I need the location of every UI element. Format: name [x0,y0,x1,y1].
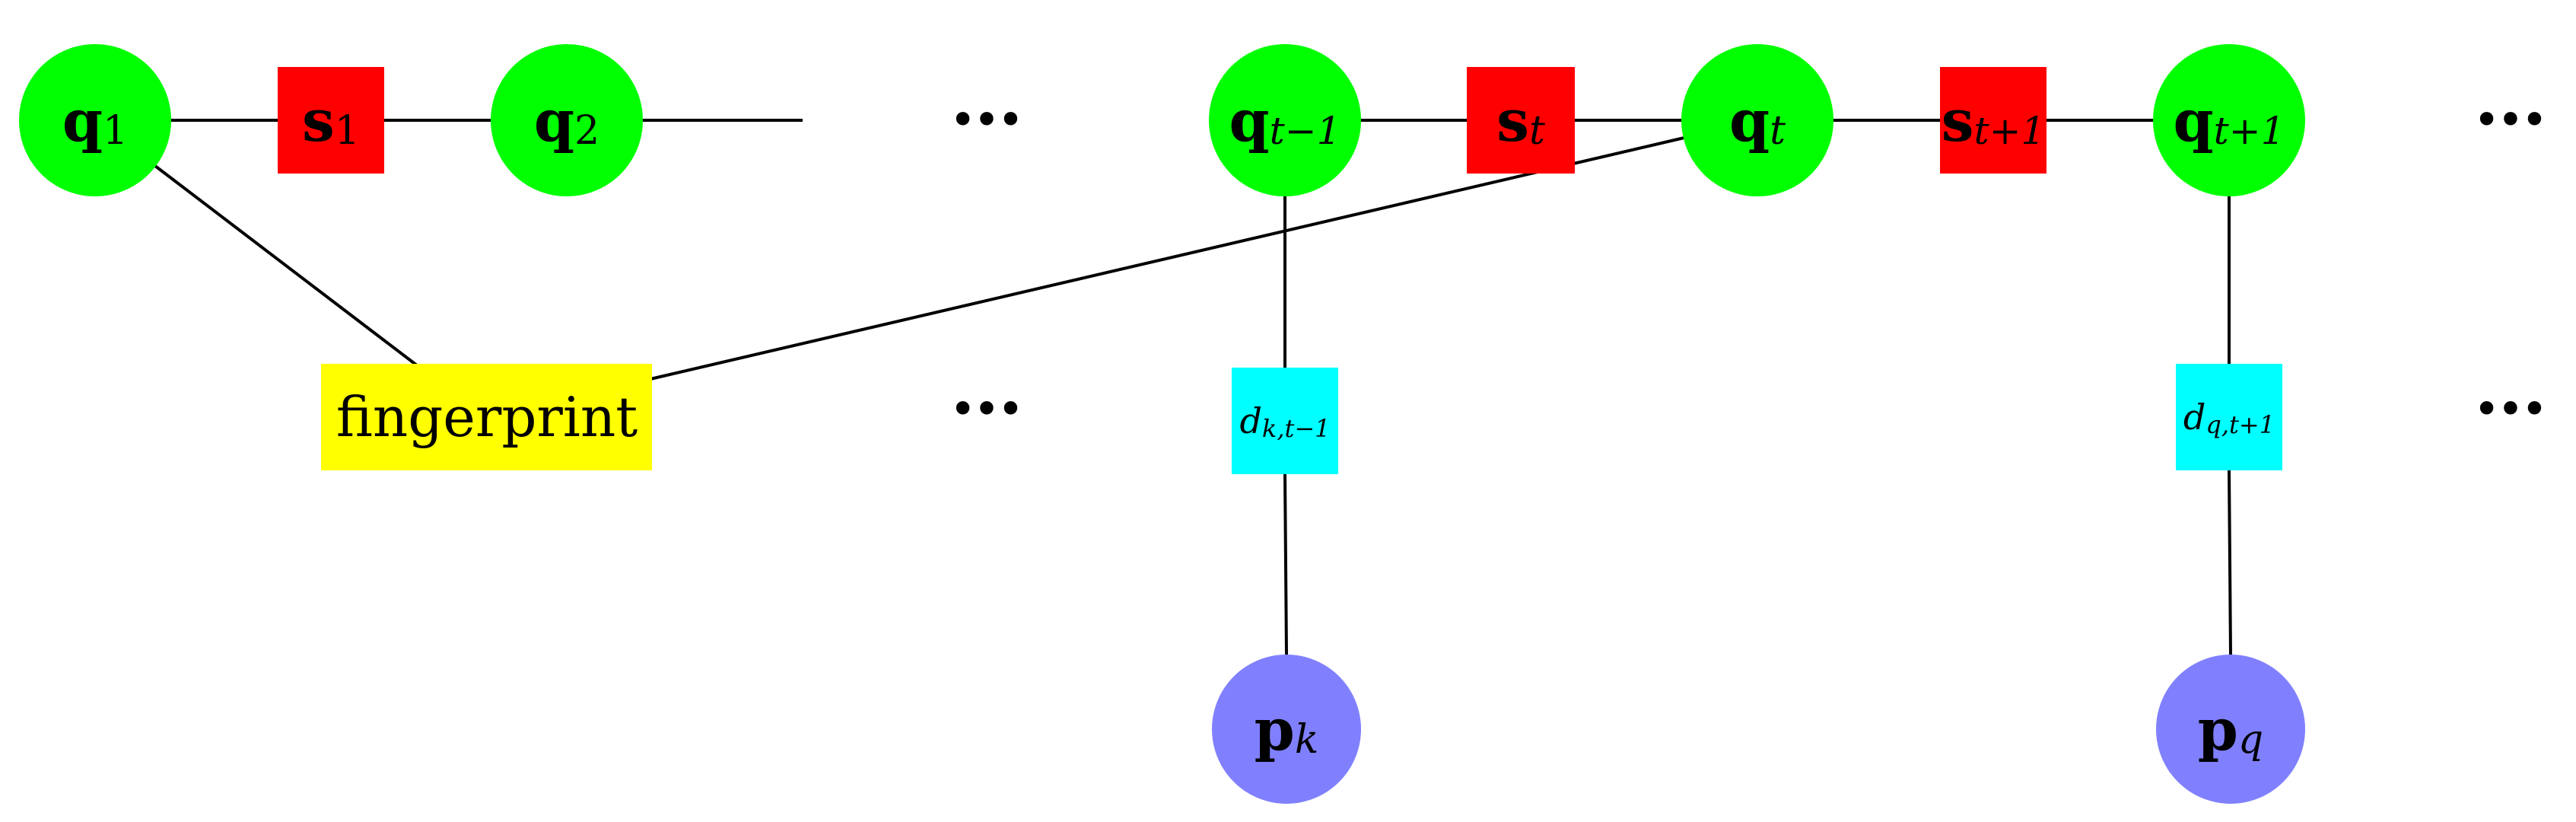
node-pq [2156,655,2305,804]
edge-dk-pk [1283,473,1288,655]
factor-dq [2176,364,2282,470]
factor-stp1 [1940,67,2046,174]
node-pk [1212,655,1361,804]
node-qtp1 [2153,44,2305,196]
edge-dq-pq [2228,470,2232,655]
node-q1 [19,44,171,196]
ellipsis-mid-right: ••• [2473,383,2545,436]
label-fingerprint: fingerprint [336,385,638,449]
factor-st [1467,67,1575,174]
label-st: st [1496,87,1545,155]
ellipsis-top-right: ••• [2473,94,2545,147]
label-pq: pq [2198,696,2263,763]
factor-s1 [278,67,384,174]
node-qtm1 [1209,44,1361,196]
label-q1: q1 [62,87,128,155]
node-q2 [491,44,643,196]
label-qtm1: qt−1 [1229,87,1341,155]
ellipsis-mid-middle: ••• [949,383,1021,436]
label-qtp1: qt+1 [2174,87,2285,155]
node-qt [1681,44,1833,196]
ellipsis-top-middle: ••• [949,94,1021,147]
factor-dk [1232,368,1338,474]
fingerprint-box [321,364,652,470]
label-s1: s1 [302,87,360,155]
edge-fingerprint-qt [650,135,1688,381]
label-stp1: st+1 [1942,87,2046,155]
label-dq: dq,t+1 [2183,397,2275,439]
edges [151,119,2232,655]
label-pk: pk [1255,696,1319,763]
edge-q1-fingerprint [151,162,418,367]
label-dk: dk,t−1 [1239,400,1330,443]
label-qt: qt [1729,87,1786,155]
label-q2: q2 [534,87,599,155]
